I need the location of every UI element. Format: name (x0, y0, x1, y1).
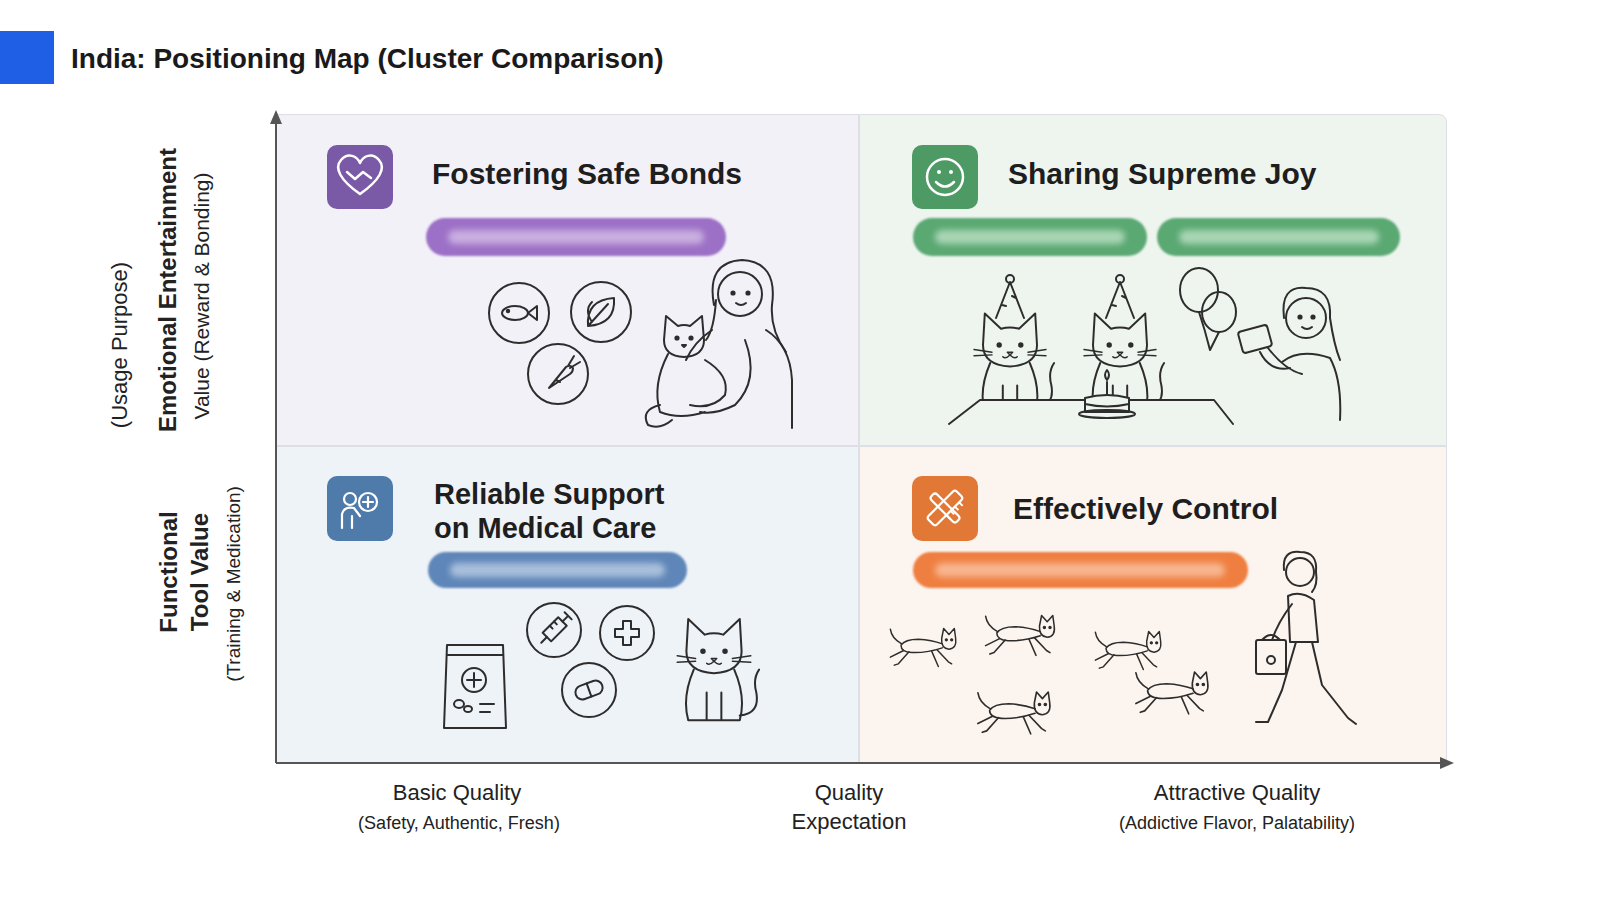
quadrant-box: Sharing Supreme Joy (859, 114, 1447, 446)
quadrant-box: Effectively Control (859, 446, 1447, 763)
cluster-heading: Fostering Safe Bonds (432, 156, 742, 192)
quadrant-box: Reliable Support on Medical Care (276, 446, 859, 763)
axis-label: Quality Expectation (784, 778, 914, 836)
quadrant-box: Fostering Safe Bonds (276, 114, 859, 446)
axis-label: Value (Reward & Bonding) (189, 172, 214, 419)
axis-label: (Addictive Flavor, Palatability) (1119, 812, 1355, 834)
axis-label: Attractive Quality (1154, 780, 1320, 806)
axis-label: (Usage Purpose) (107, 262, 133, 428)
axis-label: Basic Quality (393, 780, 521, 806)
axis-label: Emotional Entertainment (154, 148, 182, 432)
diagram-title: India: Positioning Map (Cluster Comparis… (71, 42, 664, 76)
axis-label: (Safety, Authentic, Fresh) (358, 812, 560, 834)
axis-arrows (270, 110, 1454, 769)
axis-label: (Training & Medication) (222, 486, 245, 682)
title-marker (0, 31, 54, 84)
cluster-heading: Effectively Control (1013, 491, 1278, 527)
cluster-heading: Reliable Support on Medical Care (434, 477, 674, 545)
title-marker-part (0, 31, 54, 84)
cluster-heading: Sharing Supreme Joy (1008, 156, 1316, 192)
axis-label: Functional Tool Value (153, 506, 215, 638)
